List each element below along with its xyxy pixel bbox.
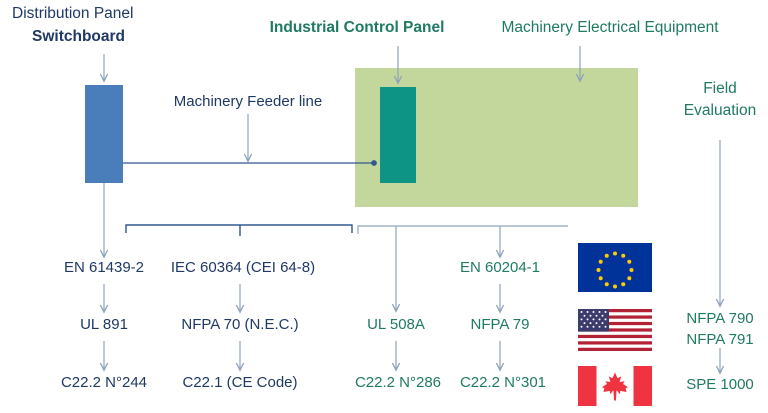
standard-c22-2-n244: C22.2 N°244 [60, 374, 148, 391]
distribution-panel-title-line2: Switchboard [32, 28, 126, 45]
bracket-right-group [357, 225, 568, 234]
standard-c22-1-ce-code: C22.1 (CE Code) [182, 374, 298, 391]
standard-iec-60364: IEC 60364 (CEI 64-8) [170, 259, 316, 276]
eu-flag-icon [578, 243, 652, 292]
standard-nfpa-791: NFPA 791 [686, 331, 754, 348]
standard-c22-2-n286: C22.2 N°286 [354, 374, 442, 391]
standard-en-61439-2: EN 61439-2 [63, 259, 145, 276]
standard-ul-508a: UL 508A [367, 316, 425, 333]
standard-nfpa-70: NFPA 70 (N.E.C.) [181, 316, 299, 333]
machinery-electrical-equipment-title: Machinery Electrical Equipment [501, 19, 719, 36]
distribution-panel-title-line1: Distribution Panel [12, 5, 134, 22]
field-evaluation-title-line2: Evaluation [683, 102, 757, 119]
standard-nfpa-790: NFPA 790 [686, 310, 754, 327]
canada-flag-icon [578, 366, 652, 406]
machinery-feeder-line-label: Machinery Feeder line [173, 93, 323, 110]
standard-en-60204-1: EN 60204-1 [459, 259, 541, 276]
industrial-control-panel-title: Industrial Control Panel [269, 19, 445, 36]
standard-ul-891: UL 891 [80, 316, 128, 333]
us-flag-icon [578, 309, 652, 351]
bracket-left-group [125, 224, 353, 233]
standard-spe-1000: SPE 1000 [686, 376, 754, 393]
field-evaluation-title-line1: Field [703, 80, 737, 97]
distribution-panel-block [85, 85, 123, 183]
standard-nfpa-79: NFPA 79 [470, 316, 530, 333]
industrial-control-panel-block [380, 87, 416, 183]
standard-c22-2-n301: C22.2 N°301 [459, 374, 547, 391]
